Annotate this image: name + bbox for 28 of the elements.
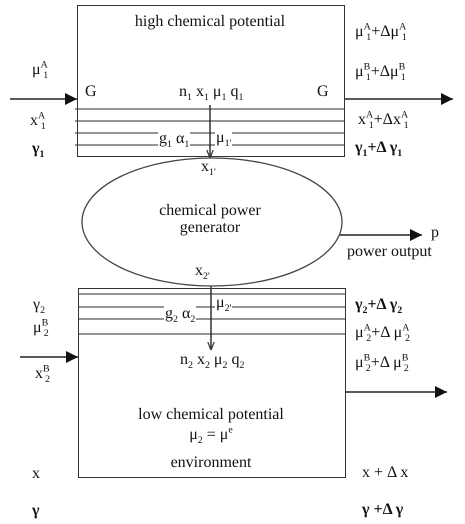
arrow xyxy=(10,93,77,105)
formula-text: g$_{2}$ α$_{2}$ xyxy=(164,306,196,323)
variable-label: γ$_{2}$+Δ γ$_{2}$ xyxy=(355,297,402,314)
formula-text: μ$_{1'}$ xyxy=(215,130,232,147)
heading: low chemical potential xyxy=(137,407,285,424)
symbol-label: p xyxy=(430,225,440,242)
generator-label: chemical power generator xyxy=(158,203,262,237)
chamber-box xyxy=(78,288,346,478)
arrow xyxy=(346,386,447,398)
heading: high chemical potential xyxy=(134,14,286,31)
chamber-box xyxy=(77,5,345,157)
formula-text: μ$_{2}$ = μ$^{e}$ xyxy=(188,427,234,444)
arrow xyxy=(345,93,453,105)
variable-label: x + Δ x xyxy=(362,465,408,482)
flow-label: x$_{2'}$ xyxy=(195,263,210,280)
arrow xyxy=(207,286,215,351)
variable-label: γ +Δ γ xyxy=(362,502,404,519)
formula-text: g$_{1}$ α$_{1}$ xyxy=(158,131,190,148)
variable-label: γ$_{2}$ xyxy=(33,297,46,314)
variable-label: γ$_{1}$+Δ γ$_{1}$ xyxy=(355,140,402,157)
arrow xyxy=(339,229,422,241)
variable-label: x xyxy=(32,466,40,483)
variable-label: γ xyxy=(32,503,40,520)
output-label: power output xyxy=(346,244,433,261)
arrow xyxy=(20,351,78,363)
variable-label: γ$_{1}$ xyxy=(32,141,44,158)
flow-label: x$_{1'}$ xyxy=(201,159,216,176)
arrow xyxy=(206,105,214,159)
